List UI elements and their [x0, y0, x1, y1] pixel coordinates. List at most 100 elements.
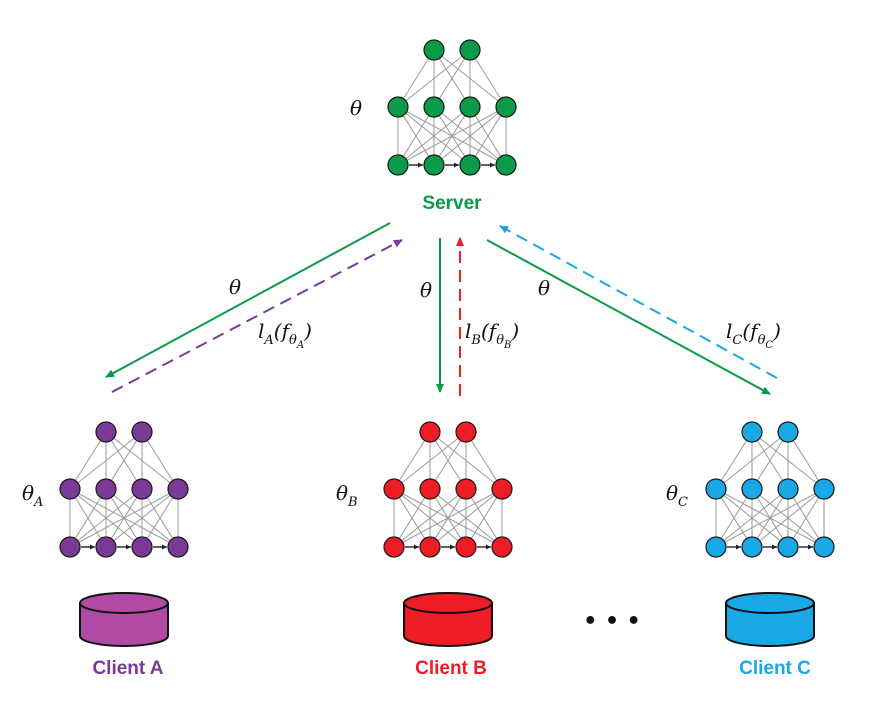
client-b-net-edge	[393, 488, 503, 548]
client-c-net-edge	[715, 488, 789, 548]
server-net-node	[459, 154, 481, 176]
download-label-c: θ	[538, 276, 550, 300]
client-a-net-node	[167, 536, 189, 558]
client-c-param: θC	[666, 481, 688, 510]
server-net-edge	[397, 106, 471, 166]
client-b-net-edge	[393, 431, 431, 490]
client-c-net-node	[741, 536, 763, 558]
upload-arrow-a	[111, 239, 403, 393]
server-net-edge	[397, 49, 471, 108]
client-c-net-node	[777, 478, 799, 500]
server-net-node	[387, 96, 409, 118]
server-net-edge	[397, 106, 435, 166]
server-net-edge	[433, 106, 507, 166]
client-c-net-edge	[715, 431, 789, 490]
server-net-node	[495, 96, 517, 118]
client-a-net-node	[131, 478, 153, 500]
server-net-node	[459, 96, 481, 118]
upload-label-c: lC(fθC)	[726, 319, 781, 351]
client-a-net-node	[95, 421, 117, 443]
client-c-net-node	[777, 421, 799, 443]
client-b-net-node	[491, 536, 513, 558]
server-net-node	[423, 39, 445, 61]
server-net-node	[495, 154, 517, 176]
client-c-net-edge	[787, 488, 825, 548]
upload-arrow-c	[499, 225, 778, 379]
client-c-net-edge	[751, 488, 825, 548]
client-a-net-node	[131, 421, 153, 443]
client-a-param: θA	[22, 481, 43, 510]
client-c-net-edge	[787, 431, 825, 490]
server-net-edge	[397, 106, 507, 166]
client-c-net-node	[777, 536, 799, 558]
upload-label-b: lB(fθB)	[465, 319, 519, 351]
client-c-label: Client C	[739, 658, 811, 679]
client-c-database-icon	[725, 592, 815, 647]
client-b-database-icon	[403, 592, 493, 647]
client-c-net-node	[705, 478, 727, 500]
client-a-net-edge	[69, 488, 179, 548]
client-b-net-edge	[429, 488, 503, 548]
client-b-net-edge	[465, 431, 503, 490]
client-a-database-icon	[79, 592, 169, 647]
server-net-node	[459, 39, 481, 61]
arrows	[105, 222, 778, 396]
client-b-net-edge	[429, 431, 467, 490]
client-a-net-edge	[141, 431, 179, 490]
download-arrow-a	[105, 222, 391, 378]
client-a-net-edge	[69, 431, 107, 490]
client-c-net-node	[741, 478, 763, 500]
client-b-net-node	[491, 478, 513, 500]
upload-label-a: lA(fθA)	[258, 319, 312, 351]
client-a-network	[59, 421, 189, 558]
client-b-net-edge	[393, 431, 467, 490]
client-a-net-edge	[69, 488, 143, 548]
client-b-net-node	[383, 478, 405, 500]
client-b-net-node	[455, 478, 477, 500]
client-b-net-node	[419, 478, 441, 500]
client-b-net-edge	[393, 488, 431, 548]
client-a-net-edge	[141, 488, 179, 548]
download-label-a: θ	[229, 275, 241, 299]
server-net-edge	[397, 49, 435, 108]
server-param: θ	[350, 96, 362, 120]
client-a-label: Client A	[92, 658, 163, 679]
client-b-param: θB	[336, 481, 358, 510]
client-a-net-edge	[69, 488, 107, 548]
server-net-edge	[469, 49, 507, 108]
client-a-net-edge	[105, 431, 143, 490]
client-a-net-edge	[69, 431, 143, 490]
client-c-net-edge	[715, 431, 753, 490]
client-a-net-edge	[105, 488, 179, 548]
server-net-node	[387, 154, 409, 176]
client-b-net-node	[419, 536, 441, 558]
client-a-net-node	[95, 536, 117, 558]
client-c-net-node	[813, 478, 835, 500]
client-c-net-node	[741, 421, 763, 443]
client-b-net-node	[419, 421, 441, 443]
client-b-net-edge	[393, 488, 467, 548]
server-label: Server	[422, 193, 482, 214]
client-a-net-node	[59, 478, 81, 500]
client-a-net-node	[131, 536, 153, 558]
download-arrow-c	[486, 239, 771, 395]
client-a-net-node	[59, 536, 81, 558]
client-b-label: Client B	[415, 658, 487, 679]
server-net-edge	[469, 106, 507, 166]
client-a-net-node	[95, 478, 117, 500]
client-b-net-edge	[465, 488, 503, 548]
client-c-net-node	[705, 536, 727, 558]
client-c-net-edge	[751, 431, 789, 490]
client-c-net-edge	[715, 488, 825, 548]
client-a-net-node	[167, 478, 189, 500]
client-b-net-node	[455, 421, 477, 443]
client-b-network	[383, 421, 513, 558]
client-c-net-node	[813, 536, 835, 558]
server-network	[387, 39, 517, 176]
server-net-node	[423, 154, 445, 176]
server-net-node	[423, 96, 445, 118]
server-net-edge	[433, 49, 471, 108]
client-b-net-node	[455, 536, 477, 558]
